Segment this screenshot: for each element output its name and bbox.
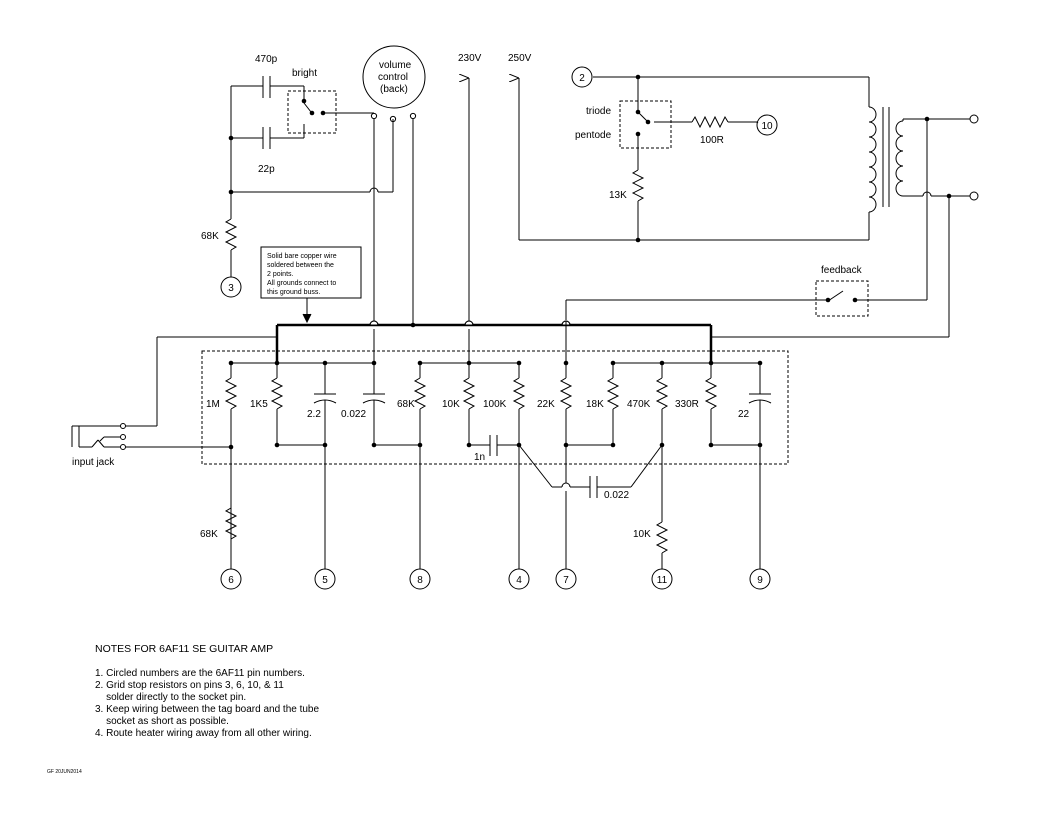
bus-note-line4: All grounds connect to <box>267 280 336 287</box>
resistor-470k-label: 470K <box>627 399 651 410</box>
resistor-100r-label: 100R <box>700 135 724 146</box>
volume-pot <box>362 45 426 325</box>
bus-note-box <box>260 246 362 324</box>
tag-board <box>71 336 789 570</box>
pin-5: 5 <box>322 575 328 586</box>
pin-7: 7 <box>563 575 569 586</box>
cap-22p-label: 22p <box>258 164 275 175</box>
resistor-330r-label: 330R <box>675 399 699 410</box>
output-section <box>519 76 970 338</box>
output-dots <box>635 74 952 303</box>
notes-title: NOTES FOR 6AF11 SE GUITAR AMP <box>95 643 273 655</box>
pentode-label: pentode <box>575 130 612 141</box>
resistor-100k-label: 100K <box>483 399 507 410</box>
resistor-22k-label: 22K <box>537 399 555 410</box>
supply-230v-label: 230V <box>458 53 482 64</box>
pin-3: 3 <box>228 283 234 294</box>
bright-switch-dots <box>228 98 326 195</box>
bus-note-line2: soldered between the <box>267 262 334 269</box>
note-line-1: 1. Circled numbers are the 6AF11 pin num… <box>95 668 305 679</box>
bus-crossing-arcs <box>369 320 571 363</box>
bright-switch-label: bright <box>292 68 317 79</box>
bus-note-line1: Solid bare copper wire <box>267 253 337 260</box>
pin-line-stubs <box>756 121 759 124</box>
pin-9: 9 <box>757 575 763 586</box>
jack-terminals <box>120 423 126 450</box>
resistor-1k5-label: 1K5 <box>250 399 268 410</box>
resistor-68k-top-label: 68K <box>201 231 219 242</box>
feedback-label: feedback <box>821 265 863 276</box>
resistor-10k-mid-label: 10K <box>442 399 460 410</box>
cap-0-022a-label: 0.022 <box>341 409 366 420</box>
footer-date: GF 20JUN2014 <box>47 769 82 775</box>
bus-note-line5: this ground buss. <box>267 289 320 296</box>
bus-dot <box>410 322 416 328</box>
input-jack-label: input jack <box>72 457 115 468</box>
pot-label-line1: volume <box>379 60 412 71</box>
pin-4: 4 <box>516 575 522 586</box>
note-line-2: 2. Grid stop resistors on pins 3, 6, 10,… <box>95 680 284 691</box>
cap-1n-label: 1n <box>474 452 485 463</box>
resistor-1m-label: 1M <box>206 399 220 410</box>
note-line-5: socket as short as possible. <box>95 716 229 727</box>
resistor-10k-bot-label: 10K <box>633 529 651 540</box>
cap-470p-label: 470p <box>255 54 278 65</box>
cap-22-label: 22 <box>738 409 750 420</box>
pin-6: 6 <box>228 575 234 586</box>
pin-11: 11 <box>657 575 668 586</box>
triode-label: triode <box>586 106 611 117</box>
pin-2: 2 <box>579 73 585 84</box>
ground-bus <box>275 323 713 363</box>
pin-8: 8 <box>417 575 423 586</box>
resistor-68k-bot-label: 68K <box>200 529 218 540</box>
resistor-13k-label: 13K <box>609 190 627 201</box>
pot-label-line2: control <box>378 72 408 83</box>
cap-0-022b-label: 0.022 <box>604 490 629 501</box>
pot-label-line3: (back) <box>380 84 408 95</box>
resistor-68k-mid-label: 68K <box>397 399 415 410</box>
resistor-18k-label: 18K <box>586 399 604 410</box>
note-line-6: 4. Route heater wiring away from all oth… <box>95 728 312 739</box>
supply-250v-label: 250V <box>508 53 532 64</box>
pin-10: 10 <box>761 121 773 132</box>
note-line-4: 3. Keep wiring between the tag board and… <box>95 704 319 715</box>
cap-2-2-label: 2.2 <box>307 409 321 420</box>
supply-arrows <box>469 78 520 323</box>
note-line-3: solder directly to the socket pin. <box>95 692 246 703</box>
bus-note-line3: 2 points. <box>267 271 294 278</box>
bright-network <box>224 76 394 279</box>
tagboard-dots <box>228 360 763 450</box>
output-terminals <box>969 114 979 201</box>
pin-circles <box>220 66 778 590</box>
